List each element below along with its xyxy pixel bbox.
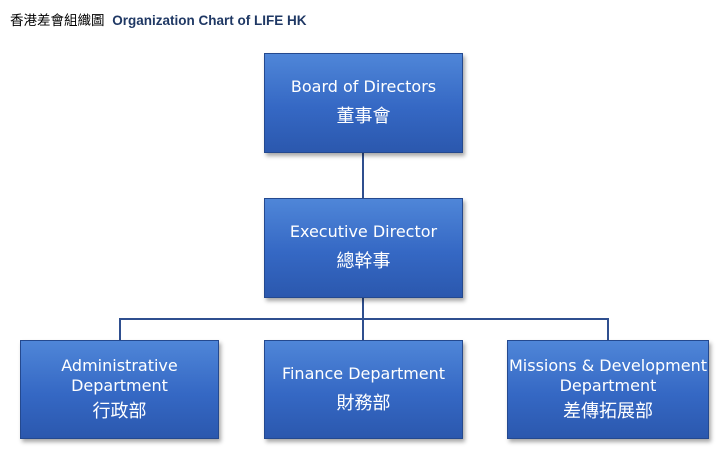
node-missions-en-line2: Department	[559, 375, 657, 395]
node-board-en: Board of Directors	[290, 77, 437, 96]
node-finance-zh: 財務部	[336, 392, 391, 414]
node-admin-zh: 行政部	[92, 400, 147, 422]
node-missions-en-line1: Missions & Development	[509, 355, 707, 375]
chart-title-zh: 香港差會組織圖	[10, 13, 105, 29]
node-missions-zh: 差傳拓展部	[563, 400, 653, 422]
node-exec-zh: 總幹事	[336, 251, 391, 272]
node-missions-development-department: Missions & Development Department 差傳拓展部	[507, 340, 709, 439]
node-exec-en: Executive Director	[289, 222, 438, 241]
node-administrative-department: Administrative Department 行政部	[20, 340, 219, 439]
chart-title: 香港差會組織圖 Organization Chart of LIFE HK	[10, 9, 307, 29]
node-executive-director: Executive Director 總幹事	[264, 198, 463, 298]
node-finance-department: Finance Department 財務部	[264, 340, 463, 439]
chart-title-en: Organization Chart of LIFE HK	[112, 13, 307, 28]
node-finance-en: Finance Department	[281, 363, 446, 383]
node-board-of-directors: Board of Directors 董事會	[264, 53, 463, 153]
node-board-zh: 董事會	[336, 106, 391, 127]
node-admin-en-line1: Administrative	[61, 355, 178, 375]
node-admin-en-line2: Department	[71, 375, 168, 395]
